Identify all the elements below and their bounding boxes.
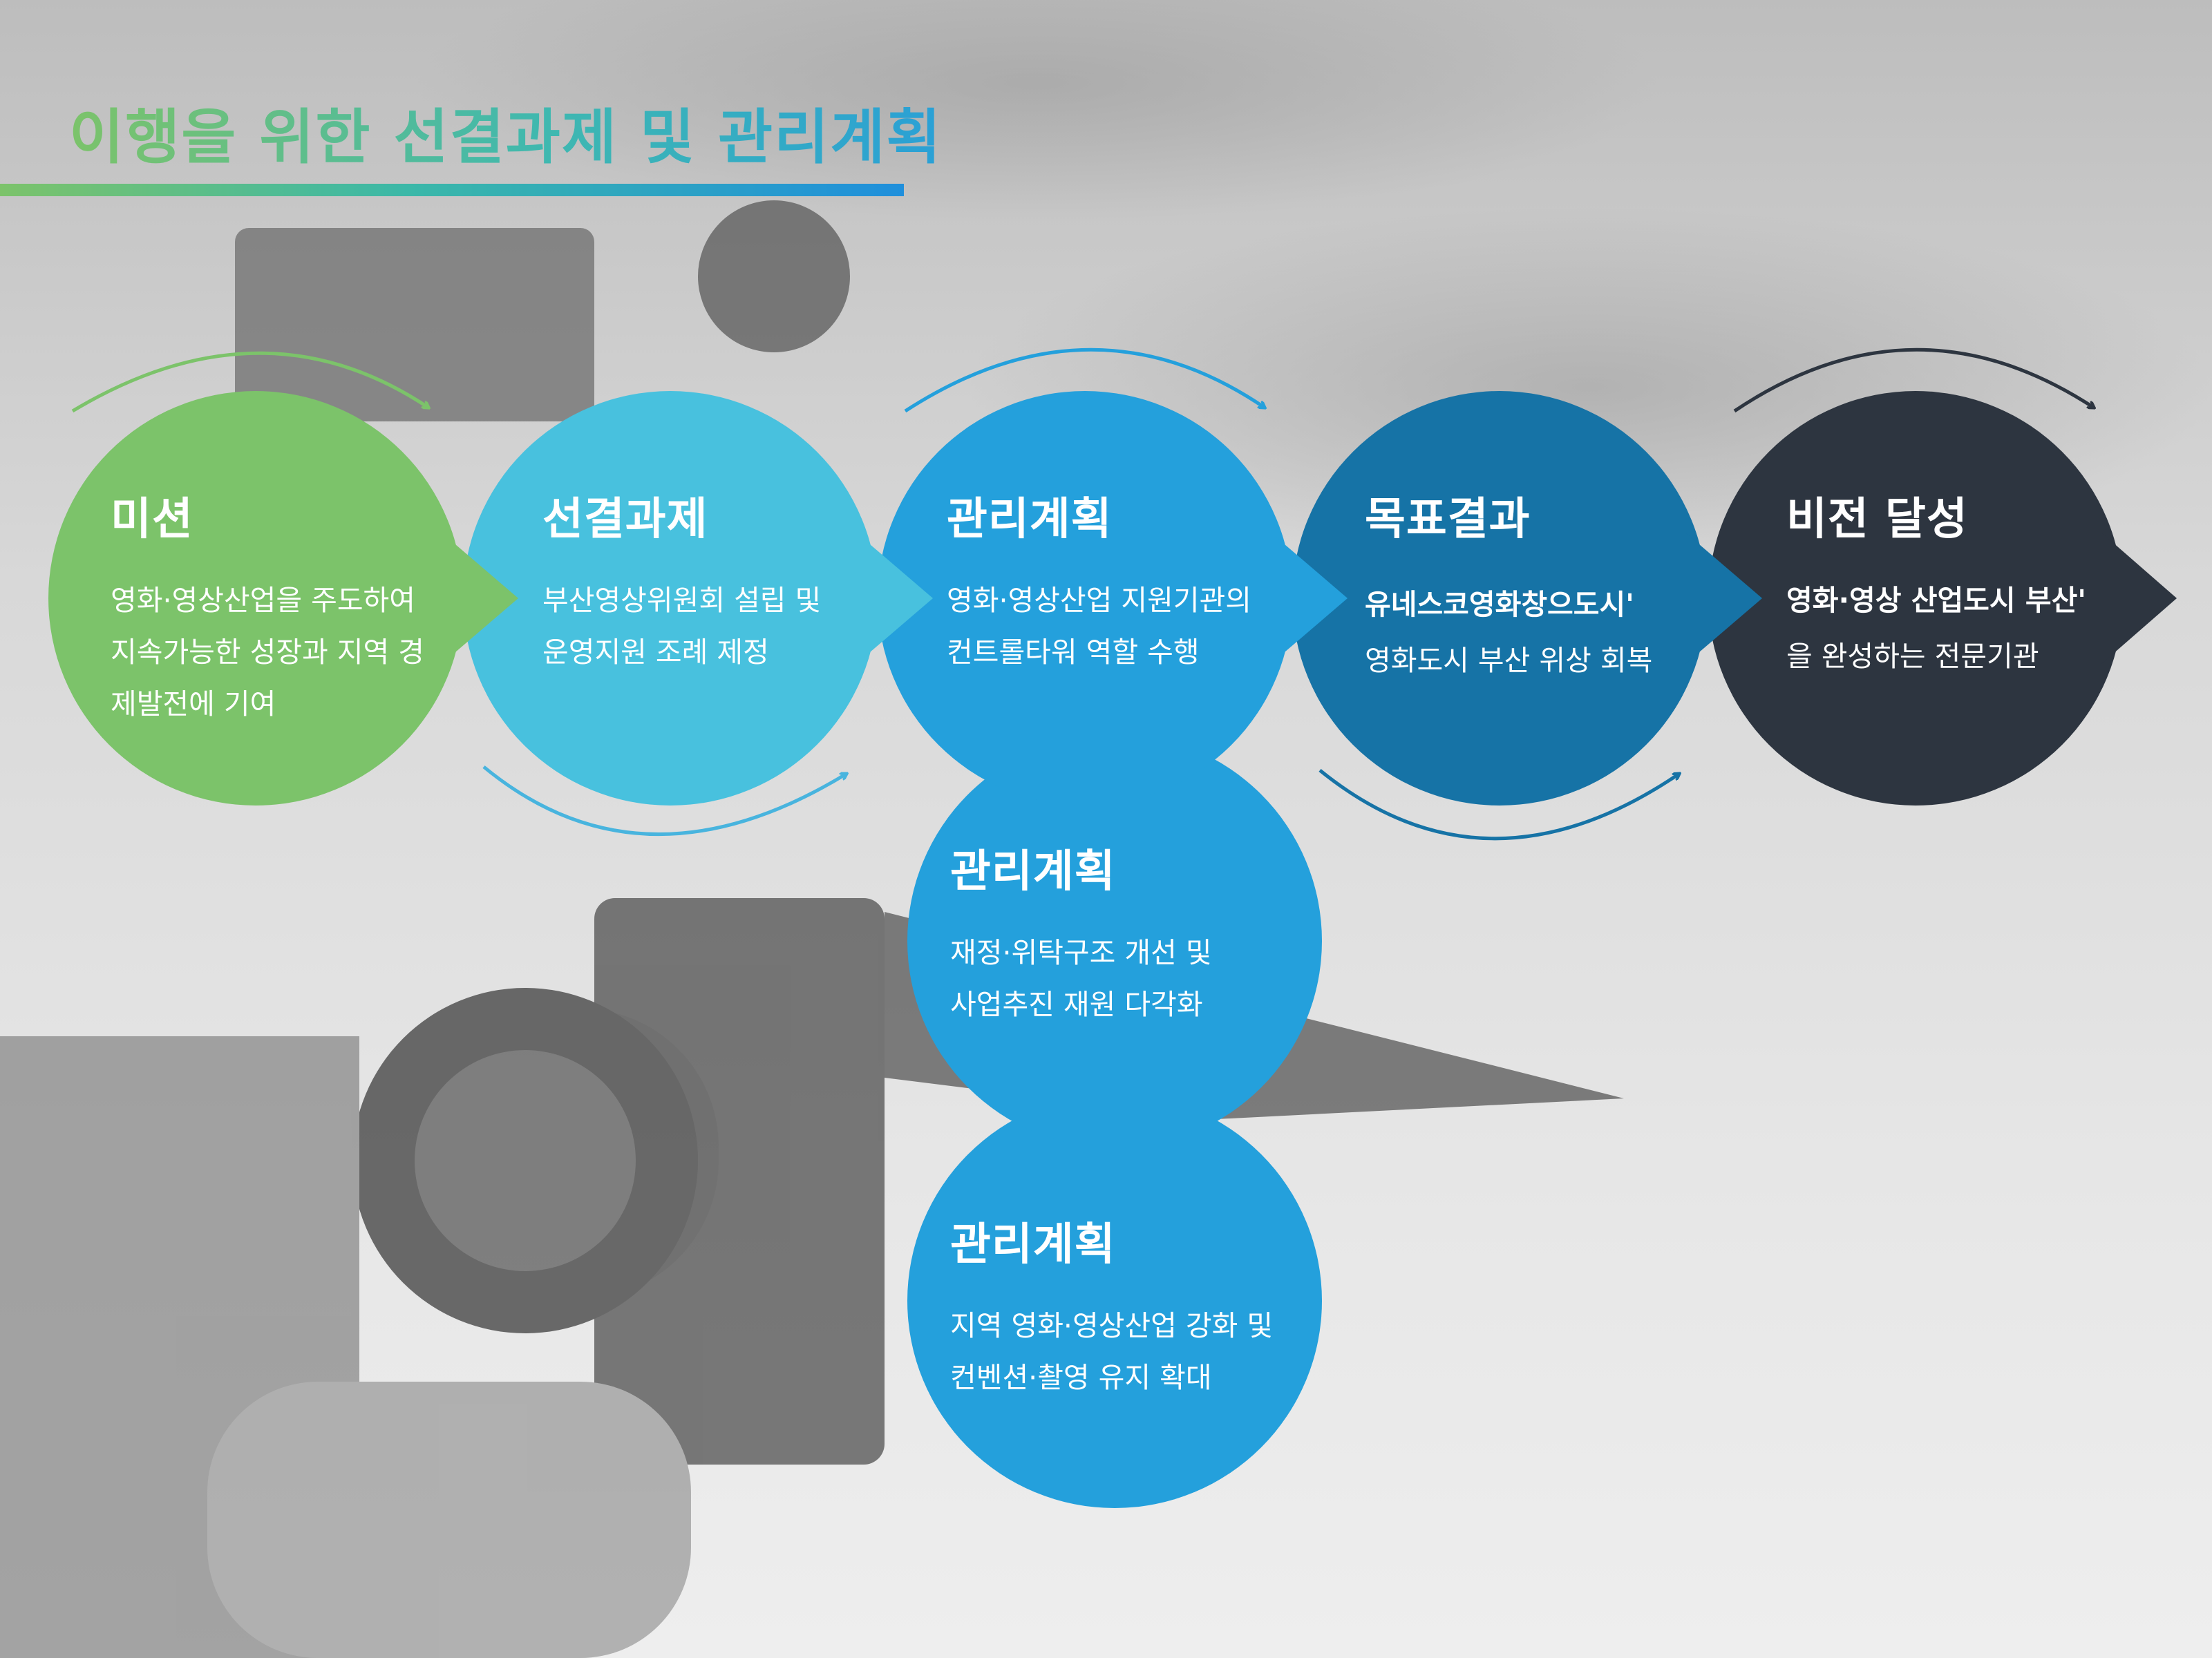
node-title: 관리계획 <box>950 846 1116 897</box>
node-plan3-shape <box>907 1094 1322 1508</box>
arrow-top-plan <box>904 347 1265 413</box>
node-title: 미션 <box>111 494 193 545</box>
node-line: 사업추진 재원 다각화 <box>950 988 1203 1021</box>
node-line: 운영지원 조례 제정 <box>542 636 769 669</box>
node-plan1: 관리계획 영화·영상산업 지원기관의 컨트롤타워 역할 수행 <box>947 484 1251 678</box>
node-line: 부산영상위원회 설립 및 <box>542 584 822 617</box>
node-body: 부산영상위원회 설립 및 운영지원 조례 제정 <box>542 575 821 678</box>
node-mission-shape <box>48 391 518 806</box>
node-title: 선결과제 <box>542 494 708 545</box>
node-line: 지역 영화·영상산업 강화 및 <box>950 1309 1274 1342</box>
title-underline <box>0 184 904 196</box>
node-mission: 미션 영화·영상산업을 주도하여 지속가능한 성장과 지역 경 제발전에 기여 <box>111 484 424 730</box>
node-goal-shape <box>1292 391 1762 806</box>
node-line: 영화·영상 산업도시 부산' <box>1786 584 2086 617</box>
node-plan2: 관리계획 재정·위탁구조 개선 및 사업추진 재원 다각화 <box>950 836 1212 1031</box>
node-line: 컨트롤타워 역할 수행 <box>947 636 1200 669</box>
node-title: 관리계획 <box>947 494 1113 545</box>
node-title: 비전 달성 <box>1786 494 1968 545</box>
node-line: 영화·영상산업을 주도하여 <box>111 584 415 617</box>
node-line: 을 완성하는 전문기관 <box>1786 640 2039 673</box>
node-plan2-shape <box>907 734 1322 1148</box>
node-prerequisite: 선결과제 부산영상위원회 설립 및 운영지원 조례 제정 <box>542 484 821 678</box>
arrow-top-mission <box>71 351 428 413</box>
node-vision: 비전 달성 영화·영상 산업도시 부산' 을 완성하는 전문기관 <box>1786 484 2086 683</box>
node-plan1-shape <box>878 391 1348 806</box>
node-goal: 목표결과 유네스코영화창으도시' 영화도시 부산 위상 회복 <box>1365 484 1652 687</box>
node-body: 영화·영상산업을 주도하여 지속가능한 성장과 지역 경 제발전에 기여 <box>111 575 424 730</box>
node-line: 재정·위탁구조 개선 및 <box>950 936 1212 969</box>
node-body: 영화·영상산업 지원기관의 컨트롤타워 역할 수행 <box>947 575 1251 678</box>
arrow-top-vision <box>1733 347 2094 413</box>
page-title: 이행을 위한 선결과제 및 관리계획 <box>69 88 942 175</box>
node-line: 유네스코영화창으도시' <box>1365 588 1634 621</box>
node-body: 영화·영상 산업도시 부산' 을 완성하는 전문기관 <box>1786 575 2086 683</box>
node-prerequisite-shape <box>463 391 933 806</box>
node-vision-shape <box>1708 391 2177 806</box>
arrow-bottom-goal <box>1318 769 1679 841</box>
node-plan3: 관리계획 지역 영화·영상산업 강화 및 컨벤션·촬영 유지 확대 <box>950 1209 1273 1404</box>
node-line: 영화·영상산업 지원기관의 <box>947 584 1251 617</box>
arrow-bottom-prerequisite <box>482 765 847 837</box>
node-line: 컨벤션·촬영 유지 확대 <box>950 1361 1212 1394</box>
node-line: 지속가능한 성장과 지역 경 <box>111 636 425 669</box>
node-title: 관리계획 <box>950 1219 1116 1270</box>
node-line: 제발전에 기여 <box>111 687 276 721</box>
node-line: 영화도시 부산 위상 회복 <box>1365 644 1653 677</box>
node-title: 목표결과 <box>1365 494 1531 545</box>
node-body: 유네스코영화창으도시' 영화도시 부산 위상 회복 <box>1365 579 1652 687</box>
node-body: 재정·위탁구조 개선 및 사업추진 재원 다각화 <box>950 927 1212 1031</box>
node-body: 지역 영화·영상산업 강화 및 컨벤션·촬영 유지 확대 <box>950 1300 1273 1404</box>
